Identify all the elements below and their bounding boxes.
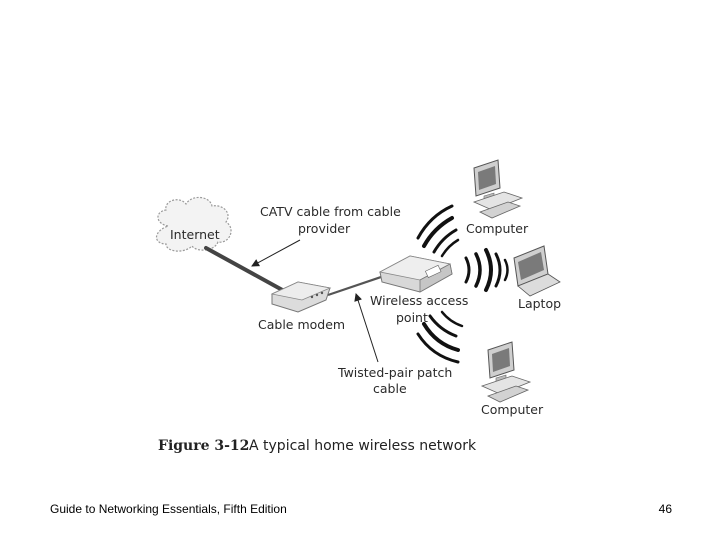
footer-source: Guide to Networking Essentials, Fifth Ed… [50,502,287,516]
computer-bottom-icon [480,341,532,403]
cable-modem-icon [270,281,332,313]
internet-cloud-icon [155,196,232,252]
twisted-pair-cable [327,274,385,297]
catv-label-line2: provider [298,221,351,236]
computer-top-icon [472,159,524,219]
wireless-signal-middle [464,248,509,292]
figure-caption-text: A typical home wireless network [249,438,477,454]
twisted-pair-pointer-arrow [354,293,379,363]
wireless-access-point-icon [378,255,453,293]
catv-pointer-arrow [251,239,301,267]
catv-label-line1: CATV cable from cable [260,204,401,219]
twisted-pair-label-line1: Twisted-pair patch [337,365,452,380]
laptop-icon [513,245,561,297]
laptop-label: Laptop [518,296,561,311]
computer-top-label: Computer [466,221,529,236]
cable-modem-label: Cable modem [258,317,345,332]
twisted-pair-label-line2: cable [373,381,407,396]
wireless-signal-top [416,204,460,258]
wap-label-line1: Wireless access [370,293,468,308]
computer-bottom-label: Computer [481,402,544,417]
internet-label: Internet [170,227,220,242]
figure-caption-number: Figure 3-12 [158,438,249,454]
page-number: 46 [658,502,672,516]
wap-label-line2: point [396,310,428,325]
catv-cable [204,246,288,294]
wireless-signal-bottom [416,310,464,364]
